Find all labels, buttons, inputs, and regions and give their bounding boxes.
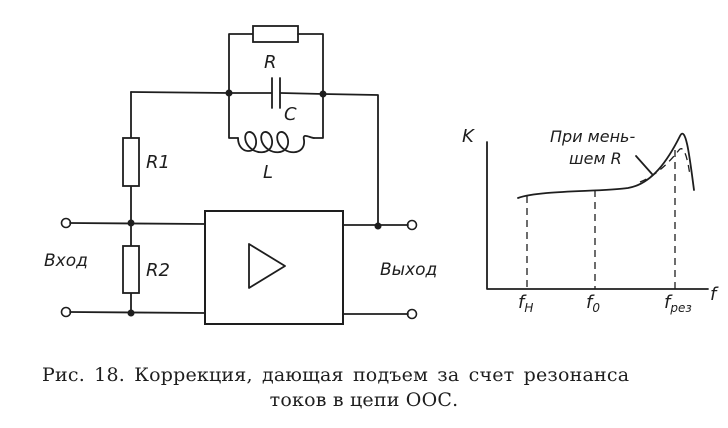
- resistor-r: [252, 25, 299, 43]
- input-wire-bottom: [69, 311, 206, 314]
- wire-c-right: [280, 92, 324, 95]
- tick-f0-sub: 0: [592, 301, 600, 315]
- frequency-response-graph: K f При мень- шем R fH f0 fрез: [462, 126, 719, 315]
- tick-fn: fH: [518, 292, 533, 315]
- wire-r-right: [297, 33, 324, 95]
- x-axis-label: f: [710, 284, 719, 305]
- tick-fres: fрез: [664, 292, 692, 315]
- tick-fres-sub: рез: [669, 301, 691, 315]
- amplifier-block: [204, 210, 344, 325]
- graph-axes: [486, 141, 709, 290]
- caption-line-2: токов в цепи ООС.: [269, 389, 459, 411]
- wire-feedback: [322, 93, 379, 227]
- junction-ground: [127, 309, 135, 317]
- wire-r-left: [228, 33, 254, 94]
- label-r: R: [264, 52, 277, 73]
- amplifier-triangle: [248, 243, 286, 289]
- tick-fn-sub: H: [524, 301, 533, 315]
- tick-fres-main: f: [664, 292, 673, 313]
- wire-to-network: [130, 91, 230, 94]
- response-curve-smaller-r: [639, 148, 691, 183]
- tick-f0-main: f: [586, 292, 595, 313]
- junction-r1-r2: [127, 219, 135, 227]
- label-output: Выход: [380, 260, 437, 280]
- circuit-schematic: R C L R1 R2 Вход Выход: [44, 25, 437, 325]
- annotation-line1: При мень-: [550, 127, 635, 146]
- resistor-r1: [122, 137, 140, 187]
- label-r1: R1: [146, 152, 170, 173]
- label-input: Вход: [44, 251, 88, 271]
- label-r2: R2: [146, 260, 170, 281]
- y-axis-label: K: [462, 126, 475, 147]
- label-c: C: [284, 104, 297, 125]
- tick-f0: f0: [586, 292, 600, 315]
- inductor-l: [237, 131, 315, 154]
- caption-line-1: Рис. 18. Коррекция, дающая подъем за сче…: [42, 364, 630, 386]
- wire-l-right: [313, 93, 324, 139]
- wire-l-left: [228, 92, 239, 139]
- annotation-pointer: [635, 155, 653, 175]
- junction-network-left: [225, 89, 233, 97]
- label-l: L: [263, 162, 273, 183]
- resistor-r2: [122, 245, 140, 294]
- input-wire-top: [69, 222, 206, 225]
- junction-output: [374, 222, 382, 230]
- annotation-line2: шем R: [569, 149, 622, 168]
- tick-fn-main: f: [518, 292, 527, 313]
